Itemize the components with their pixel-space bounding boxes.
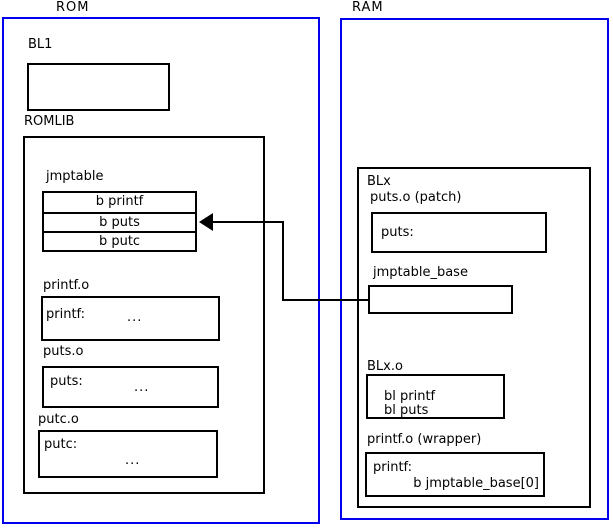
printf-symbol: printf: (46, 307, 86, 322)
jmptable-row-printf: b printf (95, 194, 144, 209)
blx-o-box: bl printf bl puts (366, 374, 505, 419)
puts-patch-label: puts.o (patch) (370, 190, 462, 205)
jmptable-label: jmptable (46, 169, 104, 184)
puts-o-label: puts.o (43, 344, 84, 359)
blx-o-line1: bl printf (384, 389, 436, 404)
blx-label: BLx (367, 174, 391, 189)
putc-dots: ... (125, 453, 141, 468)
connector-arrowhead-icon (199, 213, 213, 231)
bl1-label: BL1 (28, 37, 53, 52)
ram-frame (340, 18, 609, 520)
blx-o-line2: bl puts (384, 403, 429, 418)
connector-segment-vertical (282, 221, 284, 301)
printf-wrapper-symbol: printf: (373, 460, 413, 475)
rom-title: ROM (56, 0, 90, 15)
puts-symbol: puts: (50, 374, 83, 389)
printf-wrapper-code: b jmptable_base[0] (413, 476, 539, 491)
bl1-box (27, 63, 170, 111)
jmptable-base-label: jmptable_base (373, 265, 468, 280)
jmptable-box: b printf b puts b putc (42, 191, 197, 252)
blx-o-label: BLx.o (367, 359, 403, 374)
connector-segment-bottom (283, 299, 369, 301)
jmptable-row-putc: b putc (44, 231, 195, 250)
puts-o-box: puts: ... (42, 366, 219, 408)
ram-title: RAM (352, 0, 384, 15)
printf-o-label: printf.o (43, 278, 90, 293)
printf-wrapper-label: printf.o (wrapper) (367, 432, 482, 447)
putc-o-label: putc.o (38, 412, 79, 427)
romlib-label: ROMLIB (24, 114, 75, 129)
putc-symbol: putc: (44, 437, 78, 452)
jmptable-base-box (368, 285, 513, 314)
connector-segment-top (211, 221, 283, 223)
printf-dots: ... (127, 310, 143, 325)
puts-patch-box: puts: (371, 212, 547, 253)
puts-dots: ... (134, 380, 150, 395)
putc-o-box: putc: ... (38, 430, 218, 478)
printf-wrapper-box: printf: b jmptable_base[0] (365, 452, 545, 497)
jmptable-row-puts: b puts (44, 212, 195, 231)
rom-frame (2, 17, 320, 524)
puts-patch-symbol: puts: (381, 225, 414, 240)
printf-o-box: printf: ... (41, 296, 220, 341)
